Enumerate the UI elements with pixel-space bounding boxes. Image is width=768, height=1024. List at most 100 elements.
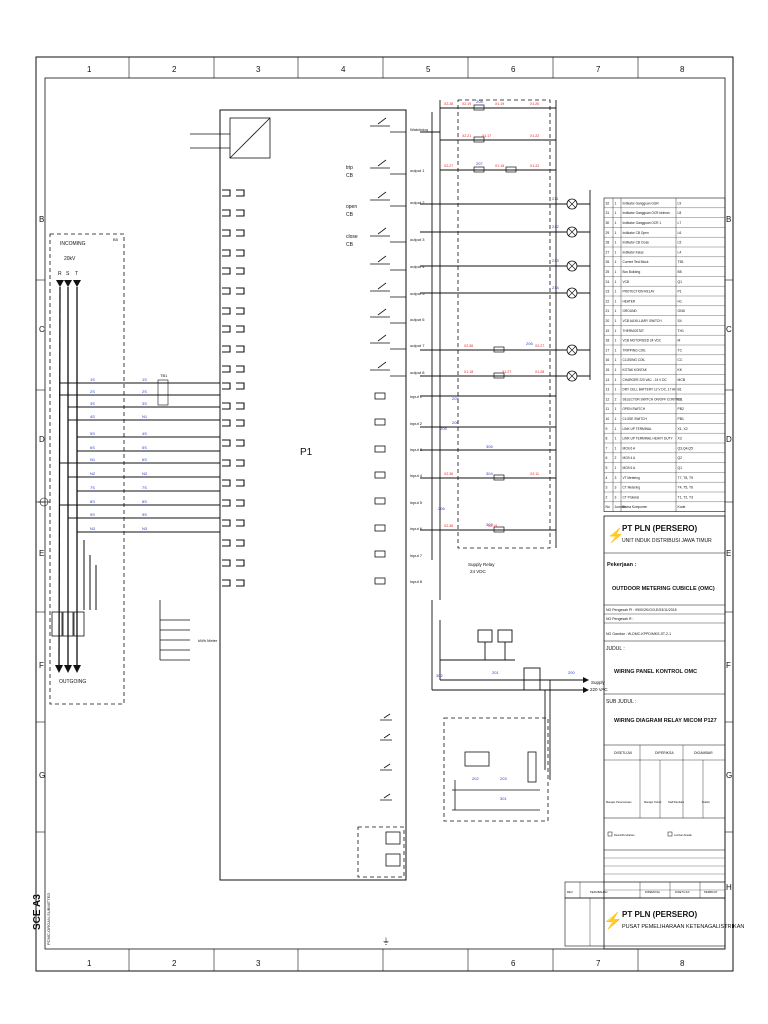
component-name: LINK UP TERMINAL HEAVY DUTY [623, 437, 674, 441]
phase-arrows [55, 280, 81, 673]
component-cell: X3 [678, 437, 682, 441]
component-cell: 1 [615, 280, 617, 284]
component-cell: B1 [678, 388, 682, 392]
component-cell: MCB [678, 378, 686, 382]
component-cell: 3 [615, 486, 617, 490]
trip-cb-label: CB [346, 173, 354, 179]
input-4: input 4 [410, 473, 423, 478]
rev-col-4: DISETUJUI [675, 890, 690, 894]
component-name: CT Metering [623, 486, 641, 490]
svg-text:N1: N1 [142, 414, 148, 419]
component-cell: PB2 [678, 407, 685, 411]
svg-text:206: 206 [452, 420, 459, 425]
svg-text:N1: N1 [90, 457, 96, 462]
ground-icon: ⏚ [382, 937, 390, 946]
component-cell: 13 [606, 388, 610, 392]
component-name: LINK UP TERMINAL [623, 427, 653, 431]
row-b-right: B [726, 215, 731, 224]
box-b5-label: B5 [113, 237, 119, 242]
component-name: VCB [623, 280, 630, 284]
component-cell: 1 [615, 437, 617, 441]
signer-1: Manajer Perencanaan [606, 800, 632, 804]
revisi-label: Revisi/Perubahan [614, 833, 635, 837]
svg-text:9S: 9S [90, 512, 95, 517]
svg-text:200: 200 [568, 670, 575, 675]
svg-text:8S: 8S [90, 499, 95, 504]
svg-text:2S: 2S [142, 389, 147, 394]
component-cell: 2 [615, 397, 617, 401]
component-name: VT Metering [623, 476, 641, 480]
svg-text:205: 205 [440, 426, 447, 431]
svg-text:X1.18: X1.18 [464, 370, 473, 374]
component-cell: 1 [615, 201, 617, 205]
component-name: SELECTOR SWITCH ON/OFF CONTROL [623, 397, 683, 401]
rev-col-3: DIPERIKSA [645, 890, 660, 894]
component-name: Indikator CB Close [623, 241, 650, 245]
title-block: ⚡ PT PLN (PERSERO) UNIT INDUK DISTRIBUSI… [603, 515, 726, 950]
component-cell: 21 [606, 309, 610, 313]
svg-text:212: 212 [552, 224, 559, 229]
component-cell: GND [678, 309, 686, 313]
component-cell: Jumlah [615, 505, 626, 509]
row-c-left: C [39, 325, 45, 334]
component-cell: CC [678, 358, 683, 362]
output-5: output 5 [410, 291, 425, 296]
svg-text:206: 206 [526, 341, 533, 346]
judul-label: JUDUL : [606, 646, 625, 652]
svg-text:9S: 9S [142, 512, 147, 517]
component-cell: 5 [606, 466, 608, 470]
component-cell: 1 [615, 319, 617, 323]
component-cell: 1 [615, 388, 617, 392]
input-5: input 5 [410, 500, 423, 505]
svg-text:X1.16: X1.16 [495, 164, 504, 168]
row-g-left: G [39, 771, 45, 780]
input-3: input 3 [410, 447, 423, 452]
svg-text:208: 208 [476, 99, 483, 104]
component-name: HEATER [623, 299, 636, 303]
cb-box-top [457, 99, 551, 549]
svg-text:X2.11: X2.11 [530, 472, 539, 476]
output-8: output 8 [410, 370, 425, 375]
component-cell: S3 [678, 397, 682, 401]
component-cell: L5 [678, 241, 682, 245]
svg-text:304: 304 [486, 471, 493, 476]
signer-2: Manajer Teknik [644, 800, 662, 804]
svg-text:X2.36: X2.36 [444, 472, 453, 476]
kwh-meter-label: kWh Meter [198, 638, 218, 643]
sheet-size: SCE A3 [32, 894, 43, 930]
outgoing-label: OUTGOING [59, 679, 86, 685]
output-2: output 2 [410, 200, 425, 205]
ct-coils [51, 611, 85, 637]
close-cb-label: CB [346, 242, 354, 248]
rev-col-1: REV [567, 890, 573, 894]
red-wire-labels: X2.28 X2.19 X1.19 X1.20 X2.21 X1.17 X1.2… [444, 102, 544, 528]
svg-text:X2.36: X2.36 [444, 524, 453, 528]
col-1: 1 [87, 65, 92, 74]
output-4: output 4 [410, 264, 425, 269]
component-cell: X1, X2 [678, 427, 688, 431]
ct-wiring [60, 382, 220, 610]
component-cell: 32 [606, 201, 610, 205]
component-cell: 1 [615, 427, 617, 431]
svg-text:X2.27: X2.27 [444, 164, 453, 168]
svg-text:6S: 6S [90, 445, 95, 450]
col-2-bottom: 2 [172, 959, 177, 968]
supply-wiring [431, 600, 585, 780]
component-cell: 31 [606, 211, 610, 215]
input-1: input 1 [410, 394, 423, 399]
row-g-right: G [726, 771, 732, 780]
component-cell: S4 [678, 319, 682, 323]
svg-text:X2.19: X2.19 [462, 102, 471, 106]
component-name: TRIPPING COIL [623, 348, 647, 352]
component-name: Indikator Gangguan GGR [623, 201, 660, 205]
output-3: output 3 [410, 237, 425, 242]
component-cell: 28 [606, 241, 610, 245]
svg-text:7S: 7S [142, 485, 147, 490]
component-name: OPEN SWITCH [623, 407, 646, 411]
col-8-bottom: 8 [680, 959, 685, 968]
inner-border [44, 77, 726, 950]
svg-text:X1.17: X1.17 [482, 134, 491, 138]
component-cell: 1 [615, 250, 617, 254]
component-name: VCB AUXILLIARY SWITCH [623, 319, 663, 323]
component-cell: 4 [606, 476, 608, 480]
